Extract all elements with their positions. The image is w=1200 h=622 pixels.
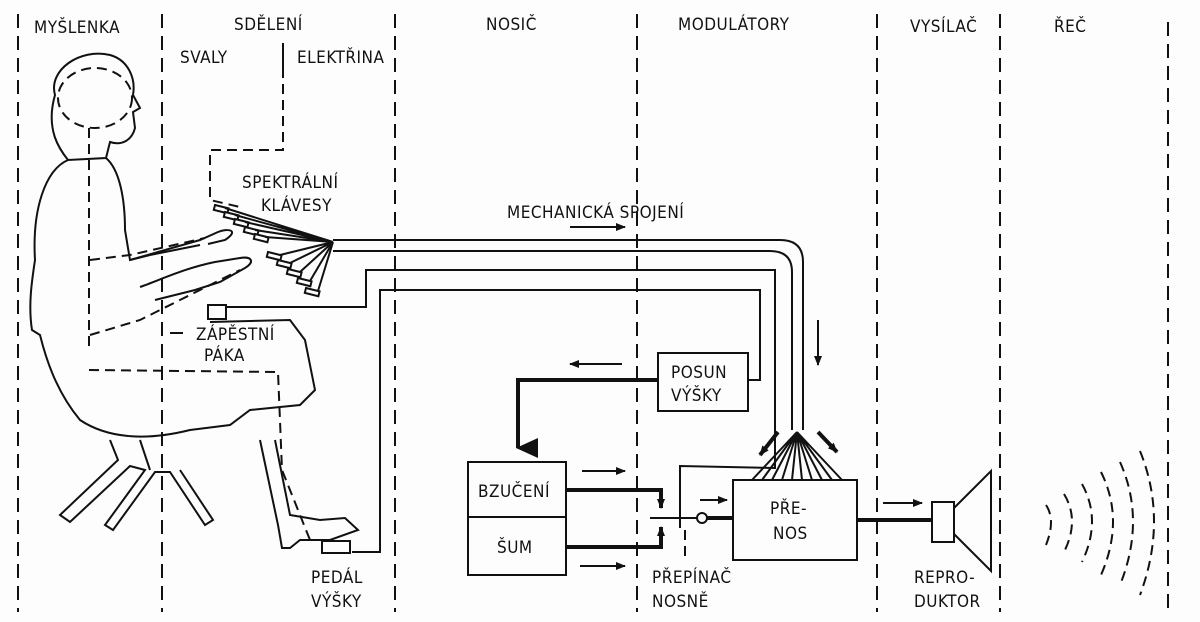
- transmission-box: [732, 479, 858, 561]
- subheader-elektrina: ELEKTŘINA: [297, 46, 384, 68]
- pitch-to-buzz-arrow: [516, 378, 658, 458]
- subheader-svaly: SVALY: [180, 48, 228, 68]
- buzz-label: BZUČENÍ: [478, 480, 550, 502]
- loudspeaker-label-2: DUKTOR: [914, 592, 981, 612]
- carrier-fan: [751, 430, 843, 481]
- pitch-pedal-label-2: VÝŠKY: [311, 590, 362, 612]
- header-modulatory: MODULÁTORY: [678, 13, 790, 35]
- pitch-pedal-label-1: PEDÁL: [311, 566, 363, 588]
- spectral-keys-label-2: KLÁVESY: [261, 194, 332, 216]
- sound-waves-icon: [1045, 450, 1155, 596]
- transmission-label-2: NOS: [773, 524, 808, 544]
- buzz-box: [467, 461, 567, 518]
- transmission-label-1: PŘE-: [770, 497, 807, 519]
- noise-label: ŠUM: [497, 536, 533, 558]
- wrist-lever-label-1: ZÁPĚSTNÍ: [196, 323, 275, 345]
- header-nosic: NOSIČ: [486, 13, 537, 35]
- column-dividers: [17, 14, 1169, 612]
- wrist-lever: [207, 304, 227, 320]
- header-sdeleni: SDĚLENÍ: [234, 13, 303, 35]
- carrier-switch-label-1: PŘEPÍNAČ: [652, 566, 732, 588]
- loudspeaker-icon: [931, 468, 992, 574]
- pitch-shift-label-2: VÝŠKY: [671, 384, 722, 406]
- operator-figure: [29, 52, 360, 554]
- header-vysilac: VYSÍLAČ: [910, 15, 977, 37]
- spectral-keys-label-1: SPEKTRÁLNÍ: [242, 171, 339, 193]
- header-myslenka: MYŠLENKA: [34, 16, 120, 38]
- pitch-pedal: [321, 540, 351, 554]
- pitch-shift-box: [657, 352, 749, 412]
- wrist-lever-label-2: PÁKA: [204, 344, 245, 366]
- mechanical-links: [226, 223, 822, 553]
- header-rec: ŘEČ: [1054, 15, 1086, 37]
- carrier-switch-label-2: NOSNĚ: [652, 590, 709, 612]
- spectral-keys: [212, 203, 334, 298]
- mechanical-links-label: MECHANICKÁ SPOJENÍ: [507, 201, 684, 223]
- loudspeaker-label-1: REPRO-: [914, 568, 975, 588]
- electric-link: [209, 68, 284, 208]
- carrier-switch: [696, 512, 708, 524]
- pitch-shift-label-1: POSUN: [671, 363, 727, 383]
